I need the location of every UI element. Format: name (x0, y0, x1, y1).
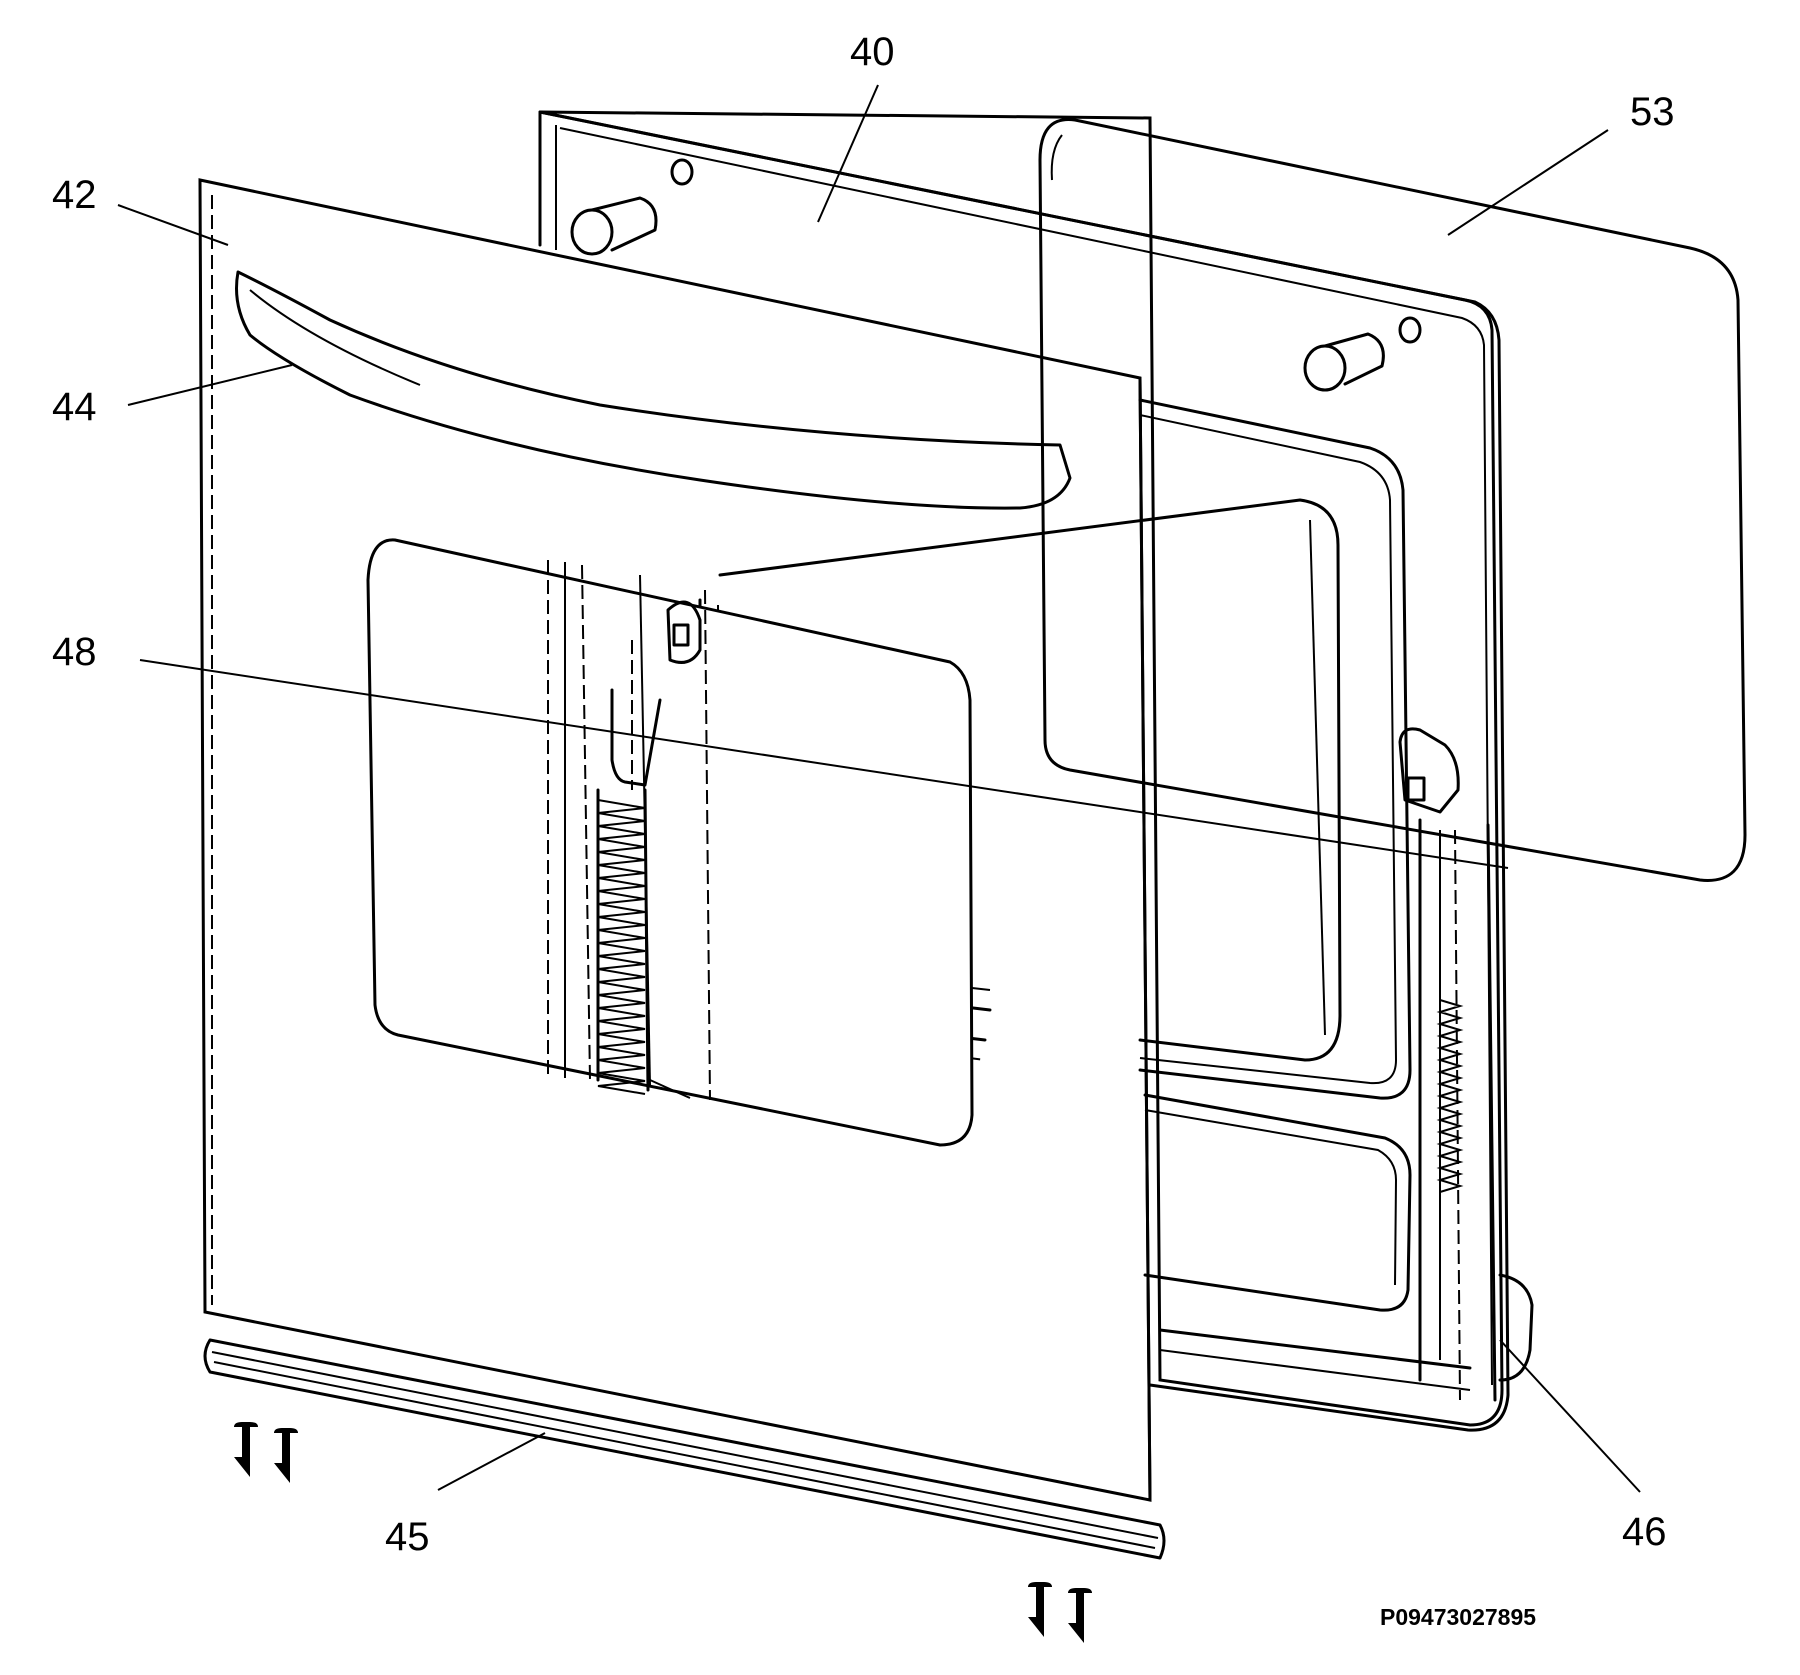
callout-48: 48 (52, 630, 97, 674)
rear-glass-pane-53 (1038, 118, 1747, 882)
callout-46: 46 (1622, 1510, 1667, 1554)
hinge-spring-left (596, 788, 650, 1095)
callout-40: 40 (850, 30, 895, 74)
callout-labels: 40 53 42 44 48 45 46 (52, 30, 1675, 1559)
callout-44: 44 (52, 385, 97, 429)
screw-set-right (1028, 1582, 1092, 1643)
callout-53: 53 (1630, 90, 1675, 134)
hinge-spring-right (1436, 999, 1464, 1193)
callout-45: 45 (385, 1515, 430, 1559)
drawing-code: P09473027895 (1380, 1604, 1536, 1630)
leader-lines (117, 84, 1641, 1493)
door-handle-44 (235, 270, 1072, 510)
bottom-trim-strip-45 (203, 1338, 1166, 1560)
screw-set-left (234, 1422, 298, 1483)
front-glass-panel-42 (198, 178, 1152, 1502)
callout-42: 42 (52, 173, 97, 217)
